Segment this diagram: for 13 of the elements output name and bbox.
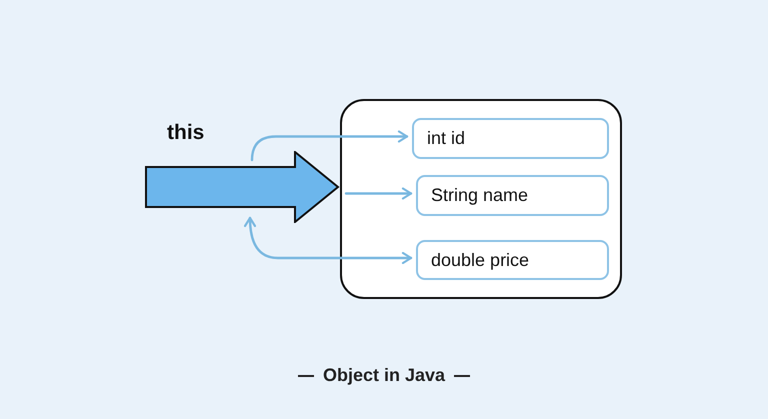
field-box xyxy=(416,240,609,280)
field-label: String name xyxy=(431,184,528,207)
field-label: double price xyxy=(431,248,530,272)
arrow-caption: this xyxy=(167,120,204,146)
caption: Object in Java xyxy=(322,364,446,387)
connector-arrow xyxy=(250,130,408,162)
connector-arrow xyxy=(244,216,412,264)
field-box xyxy=(416,175,609,216)
block-arrow xyxy=(145,151,340,223)
field-box xyxy=(412,118,609,159)
object-box xyxy=(340,99,622,299)
connector-arrow xyxy=(344,187,412,200)
field-label: int id xyxy=(427,127,466,150)
